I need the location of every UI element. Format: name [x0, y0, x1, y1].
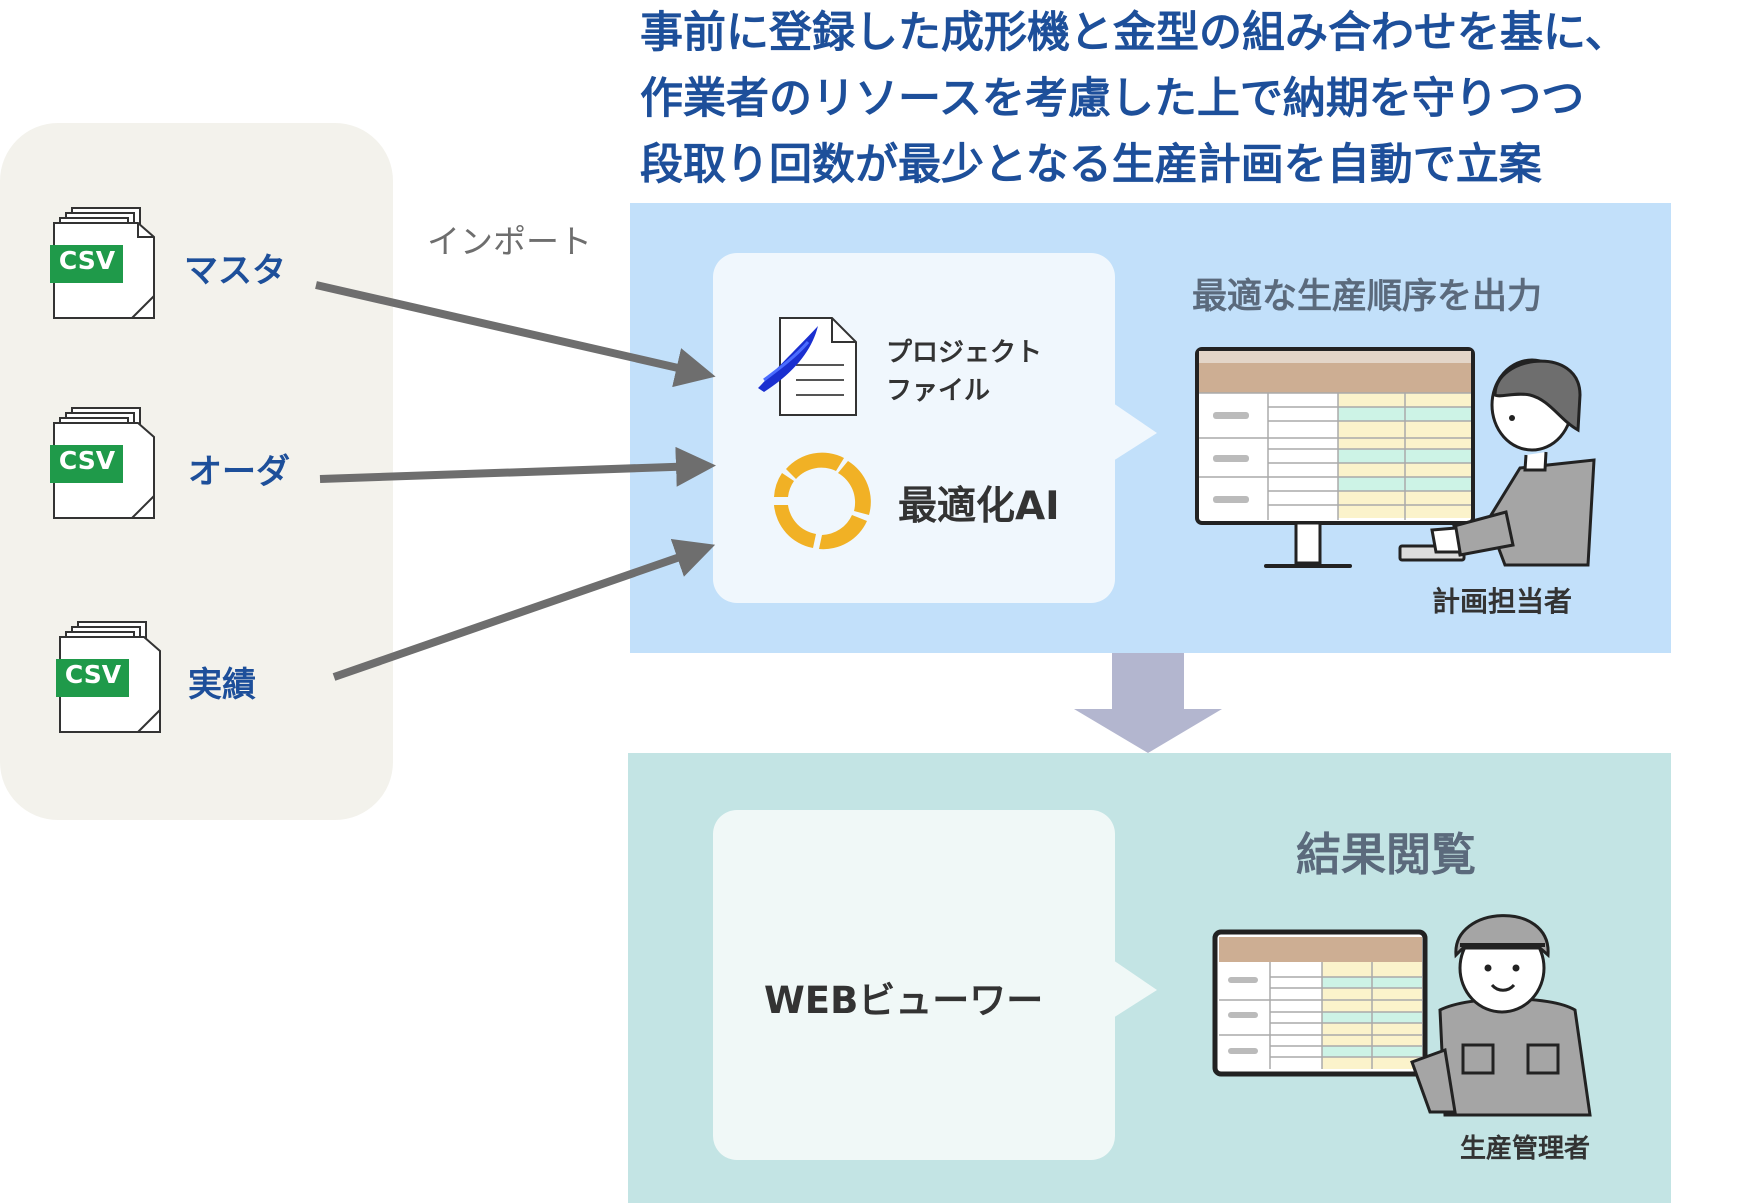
- result-title: 結果閲覧: [1296, 828, 1477, 881]
- import-label: インポート: [427, 222, 592, 261]
- optimization-ai-icon: [774, 452, 871, 550]
- csv-badge: CSV: [58, 246, 116, 275]
- import-arrow: [315, 281, 716, 388]
- monitor-illustration: [1195, 347, 1475, 568]
- viewer-bubble: [713, 810, 1115, 1160]
- project-file-icon: [758, 317, 857, 416]
- csv-badge: CSV: [64, 660, 122, 689]
- project-file-label: プロジェクト: [886, 338, 1043, 368]
- headline-line-1: 事前に登録した成形機と金型の組み合わせを基に、: [640, 8, 1628, 58]
- output-title: 最適な生産順序を出力: [1192, 277, 1543, 317]
- down-arrow: [1074, 653, 1222, 753]
- headline-line-3: 段取り回数が最少となる生産計画を自動で立案: [640, 140, 1542, 190]
- import-arrow: [332, 538, 716, 681]
- headline-line-2: 作業者のリソースを考慮した上で納期を守りつつ: [640, 74, 1585, 124]
- tablet-illustration: [1212, 929, 1428, 1077]
- csv-file-icon: [56, 621, 161, 733]
- optimization-ai-label: 最適化AI: [898, 484, 1060, 529]
- csv-file-icon: [50, 207, 155, 319]
- project-file-label: ファイル: [886, 376, 991, 406]
- optimization-bubble: [713, 253, 1115, 603]
- csv-file-icon: [50, 407, 155, 519]
- source-label-order: オーダ: [188, 452, 290, 492]
- source-label-master: マスタ: [184, 251, 286, 291]
- bubble-tail-res: [1113, 960, 1157, 1018]
- bubble-tail-opt: [1113, 403, 1157, 461]
- planner-role-label: 計画担当者: [1432, 585, 1573, 618]
- csv-badge: CSV: [58, 446, 116, 475]
- source-label-results: 実績: [188, 665, 256, 705]
- web-viewer-label: WEBビューワー: [764, 979, 1044, 1022]
- planner-person-illustration: [1430, 358, 1596, 567]
- import-arrow: [319, 446, 716, 487]
- manager-person-illustration: [1410, 914, 1592, 1117]
- headline: 事前に登録した成形機と金型の組み合わせを基に、 作業者のリソースを考慮した上で納…: [640, 0, 1740, 198]
- manager-role-label: 生産管理者: [1460, 1134, 1591, 1164]
